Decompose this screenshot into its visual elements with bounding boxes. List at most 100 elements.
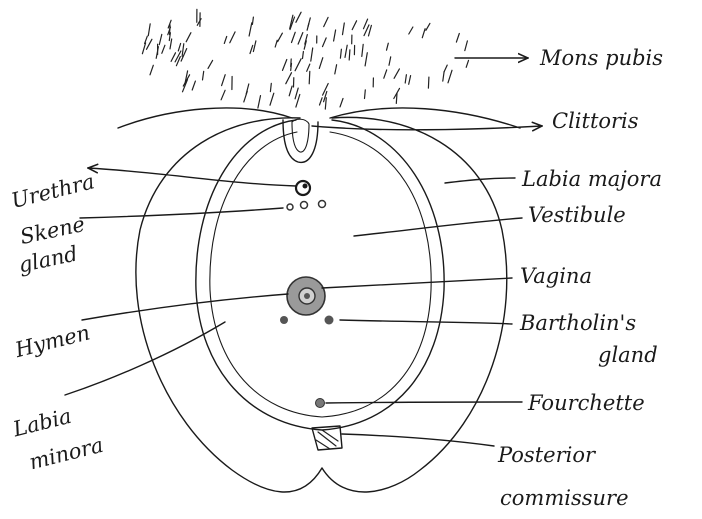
skene-gland-right xyxy=(319,201,326,208)
leader-urethra xyxy=(88,168,296,186)
hair-stroke xyxy=(162,45,165,53)
hair-stroke xyxy=(323,38,327,47)
hair-stroke xyxy=(369,25,372,36)
hair-stroke xyxy=(298,33,303,45)
labia-minora-inner xyxy=(210,132,431,417)
hair-stroke xyxy=(352,21,356,30)
hair-stroke xyxy=(192,81,195,90)
hair-stroke xyxy=(289,86,292,96)
leader-hymen xyxy=(82,294,288,320)
hair-stroke xyxy=(448,70,452,83)
hair-stroke xyxy=(340,49,341,58)
hair-stroke xyxy=(270,83,271,91)
hair-stroke xyxy=(394,69,399,78)
label-posterior-line2: commissure xyxy=(500,486,629,510)
label-mons-pubis: Mons pubis xyxy=(539,46,663,70)
hair-stroke xyxy=(365,53,367,66)
leader-fourchette xyxy=(326,402,522,403)
hair-stroke xyxy=(170,39,172,49)
hair-stroke xyxy=(320,98,323,105)
hair-stroke xyxy=(309,71,310,84)
hair-stroke xyxy=(444,65,447,72)
label-skene-line1: Skene xyxy=(18,212,87,249)
hair-stroke xyxy=(178,44,180,51)
hair-stroke xyxy=(148,24,150,36)
label-labia-minora-line1: Labia xyxy=(10,404,74,442)
hair-stroke xyxy=(230,32,235,43)
hair-stroke xyxy=(422,29,425,38)
fourchette-dot xyxy=(316,399,325,408)
hair-stroke xyxy=(249,23,252,36)
hair-stroke xyxy=(295,88,298,99)
hair-stroke xyxy=(428,77,429,88)
label-labia-majora: Labia majora xyxy=(521,167,662,191)
hair-stroke xyxy=(364,19,368,29)
hair-stroke xyxy=(409,76,411,85)
hair-stroke xyxy=(389,57,391,65)
hair-stroke xyxy=(325,98,326,109)
hair-stroke xyxy=(252,17,253,24)
label-bartholin-line2: gland xyxy=(598,343,658,367)
hair-stroke xyxy=(142,43,145,54)
label-vagina: Vagina xyxy=(520,264,592,288)
clitoris-glans xyxy=(292,119,309,152)
hair-stroke xyxy=(159,34,162,44)
skene-gland-mid xyxy=(301,202,308,209)
hair-stroke xyxy=(292,32,296,42)
leader-skene-gland xyxy=(80,208,283,218)
hair-stroke xyxy=(409,27,413,34)
labia-minora-outer xyxy=(196,120,444,430)
bartholin-gland-right xyxy=(325,316,334,325)
hair-stroke xyxy=(387,43,389,50)
label-hymen: Hymen xyxy=(12,320,93,362)
hair-stroke xyxy=(150,65,153,75)
hair-stroke xyxy=(203,71,204,80)
leader-vestibule xyxy=(354,218,522,236)
hair-stroke xyxy=(362,44,363,56)
bartholin-gland-left xyxy=(280,316,288,324)
vagina-center xyxy=(304,293,310,299)
hair-stroke xyxy=(303,52,304,59)
hair-stroke xyxy=(270,93,274,105)
hair-stroke xyxy=(275,40,277,47)
label-fourchette: Fourchette xyxy=(527,391,645,415)
hair-stroke xyxy=(295,59,301,71)
hair-stroke xyxy=(324,17,328,26)
urethra-inner xyxy=(303,184,308,189)
hair-stroke xyxy=(319,58,323,69)
hair-stroke xyxy=(186,33,191,42)
hair-stroke xyxy=(307,64,310,71)
leader-clitoris xyxy=(312,126,542,130)
skene-gland-left xyxy=(287,204,293,210)
hair-stroke xyxy=(253,41,256,52)
hair-stroke xyxy=(384,70,387,78)
leader-bartholin xyxy=(340,320,512,324)
label-bartholin-line1: Bartholin's xyxy=(519,311,636,335)
label-posterior-line1: Posterior xyxy=(497,443,597,467)
hair-stroke xyxy=(286,73,292,84)
hair-stroke xyxy=(334,30,336,41)
hair-stroke xyxy=(443,72,444,81)
hair-stroke xyxy=(335,65,337,74)
hair-stroke xyxy=(466,60,468,67)
hair-stroke xyxy=(278,33,283,42)
hair-stroke xyxy=(171,53,175,62)
label-vestibule: Vestibule xyxy=(528,203,626,227)
hair-stroke xyxy=(456,34,459,43)
hair-stroke xyxy=(224,37,226,44)
urethra-opening xyxy=(296,181,310,195)
hair-stroke xyxy=(340,99,343,107)
hair-stroke xyxy=(311,48,313,61)
hair-stroke xyxy=(296,12,301,22)
hair-stroke xyxy=(345,45,347,57)
label-urethra: Urethra xyxy=(9,169,97,213)
hair-stroke xyxy=(365,90,366,99)
mons-pubis-hair xyxy=(142,9,468,109)
leader-vagina xyxy=(322,278,512,288)
hair-stroke xyxy=(405,75,406,83)
hair-stroke xyxy=(323,84,329,96)
leader-posterior-commissure xyxy=(342,434,494,446)
hair-stroke xyxy=(291,63,292,70)
